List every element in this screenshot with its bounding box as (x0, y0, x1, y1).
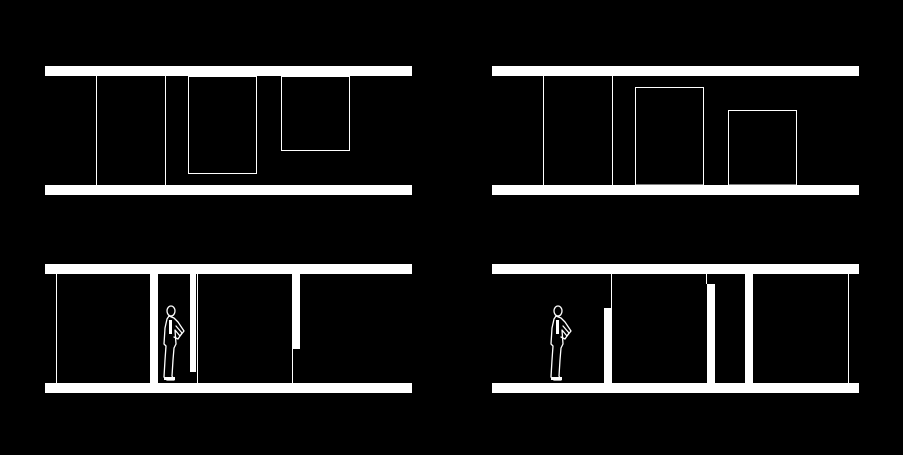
section-bottom-left (45, 264, 412, 393)
hanging-wall (292, 274, 300, 349)
floor-slab (492, 185, 859, 195)
hanging-wall (190, 274, 196, 372)
full-height-wall (745, 274, 753, 383)
standing-wall (707, 284, 715, 383)
section-bottom-right (492, 264, 859, 393)
floor-slab (45, 185, 412, 195)
ceiling-slab (45, 264, 412, 274)
ceiling-slab (492, 264, 859, 274)
ceiling-slab (492, 66, 859, 76)
section-top-left (45, 66, 412, 195)
section-top-right (492, 66, 859, 195)
hanging-panel (281, 76, 350, 151)
standing-wall (604, 308, 612, 383)
floor-slab (45, 383, 412, 393)
hanging-panel (188, 76, 257, 174)
human-figure-icon (163, 305, 185, 381)
floor-slab (492, 383, 859, 393)
full-height-wall (150, 274, 158, 383)
ceiling-slab (45, 66, 412, 76)
human-figure-icon (550, 305, 572, 381)
standing-panel (635, 87, 704, 186)
standing-panel (728, 110, 797, 186)
